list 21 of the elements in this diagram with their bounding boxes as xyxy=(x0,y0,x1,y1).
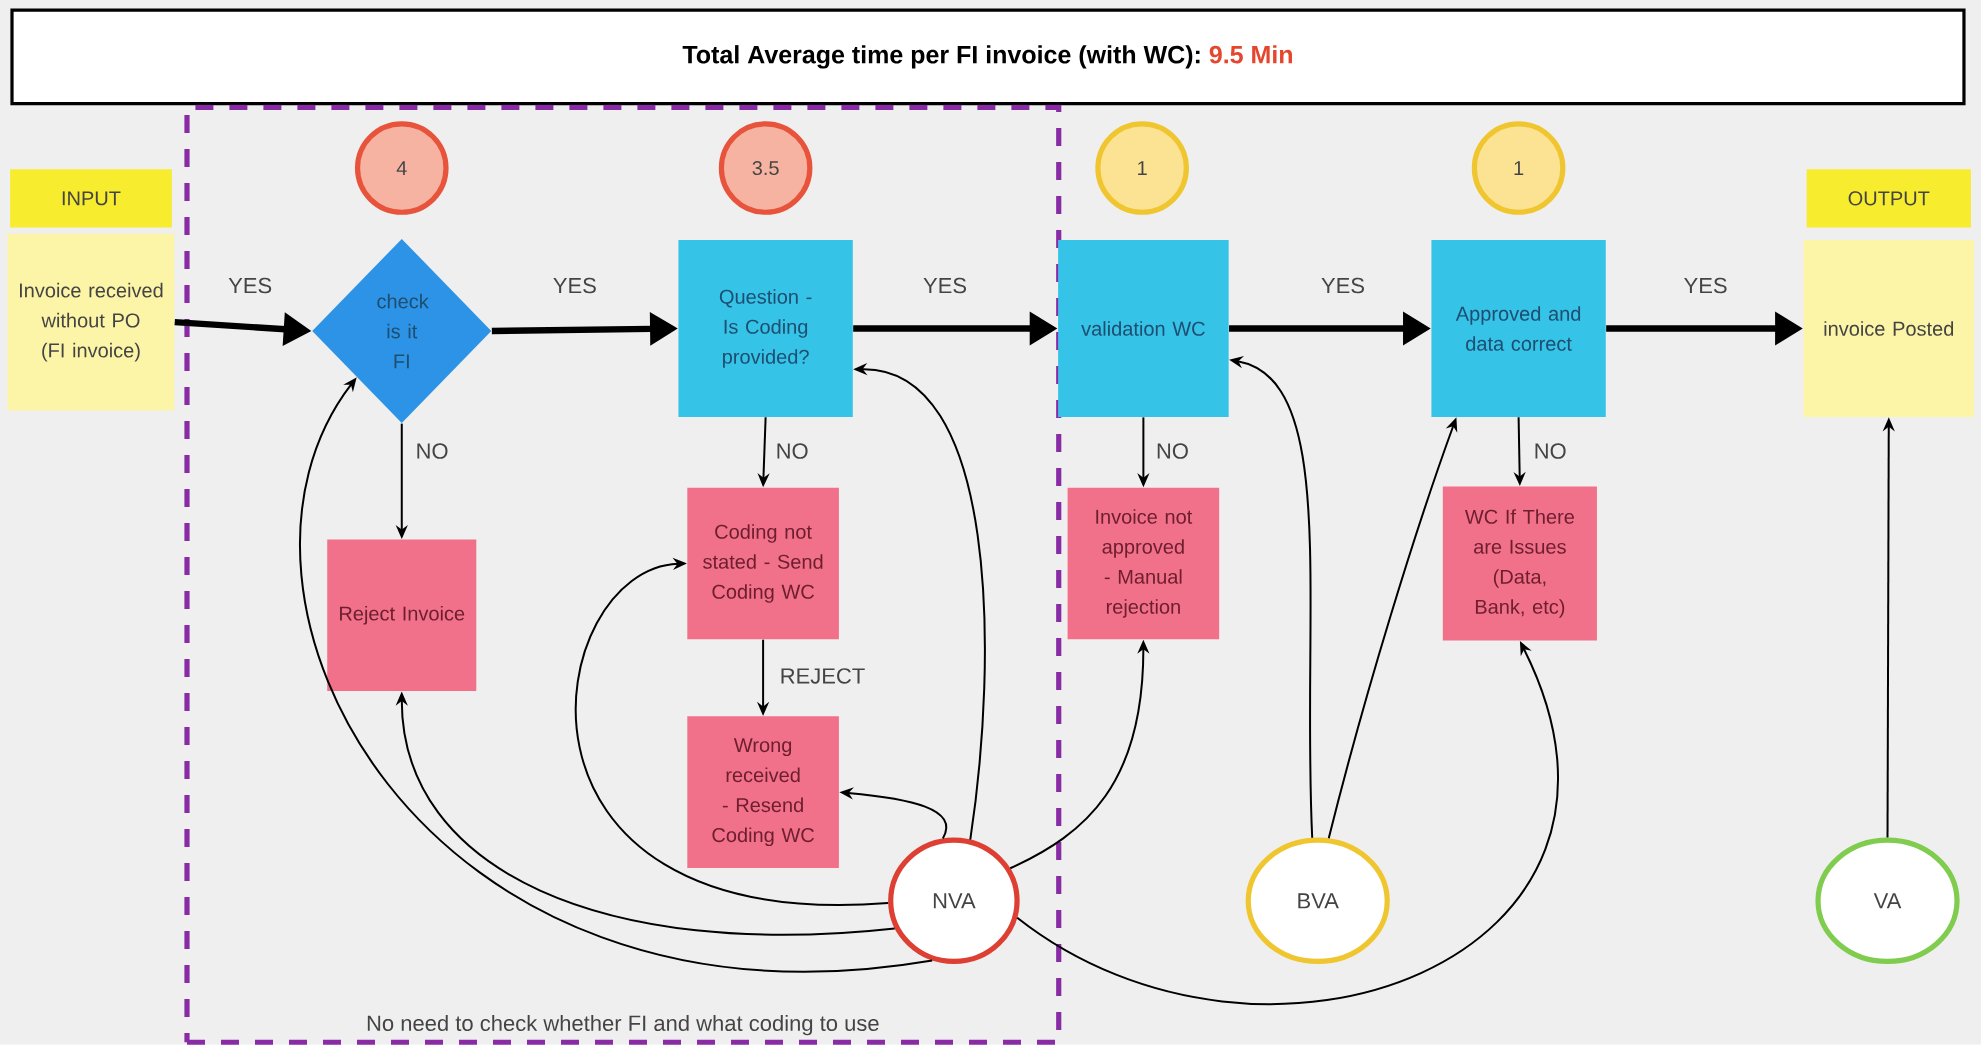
arrow xyxy=(574,557,890,905)
edge-label: REJECT xyxy=(777,666,868,686)
sticky-note: Invoice not approved - Manual rejection xyxy=(1067,487,1220,640)
sticky-note: Wrong received - Resend Coding WC xyxy=(687,716,839,868)
process-box: Approved and data correct xyxy=(1431,240,1606,417)
header-box: Total Average time per FI invoice (with WC): 9.5 Min xyxy=(10,8,1966,106)
sticky-note: Coding not stated - Send Coding WC xyxy=(687,487,839,640)
edge-label: NO xyxy=(1531,441,1569,461)
edge-label: NO xyxy=(413,441,451,461)
sticky-note: Invoice received without PO (FI invoice) xyxy=(7,233,175,411)
edge-label: YES xyxy=(921,275,970,296)
edge-label: NO xyxy=(1153,441,1191,461)
edge-label: YES xyxy=(226,275,275,296)
edge-label: NO xyxy=(773,441,811,461)
sticky-note: invoice Posted xyxy=(1803,240,1975,417)
input-label: INPUT xyxy=(10,169,172,228)
process-box: validation WC xyxy=(1058,240,1229,417)
process-box: Question - Is Coding provided? xyxy=(678,240,853,417)
sticky-note: WC If There are Issues (Data, Bank, etc) xyxy=(1442,486,1597,641)
sticky-note: Reject Invoice xyxy=(327,539,477,692)
output-label: OUTPUT xyxy=(1806,169,1971,228)
